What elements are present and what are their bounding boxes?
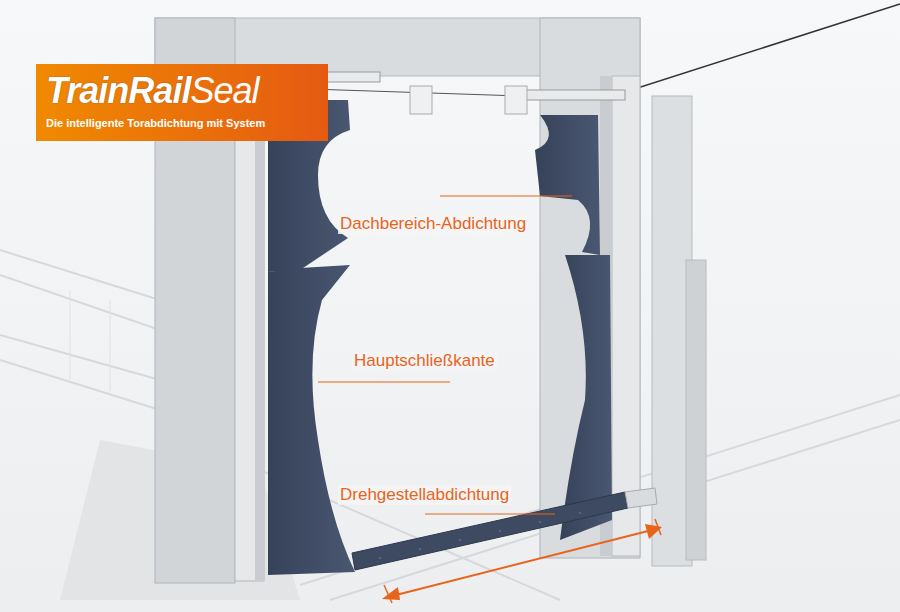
callout-label: Dachbereich-Abdichtung (338, 214, 528, 234)
logo-word: TrainRail (46, 70, 190, 111)
callout-label: Hauptschließkante (352, 351, 497, 371)
logo-box: TrainRailSealDie intelligente Torabdicht… (36, 64, 328, 141)
logo-subtitle: Die intelligente Torabdichtung mit Syste… (46, 116, 318, 130)
callout-label: Drehgestellabdichtung (338, 485, 511, 505)
logo-word: Seal (190, 70, 258, 111)
logo-row: TrainRailSeal (46, 70, 318, 112)
